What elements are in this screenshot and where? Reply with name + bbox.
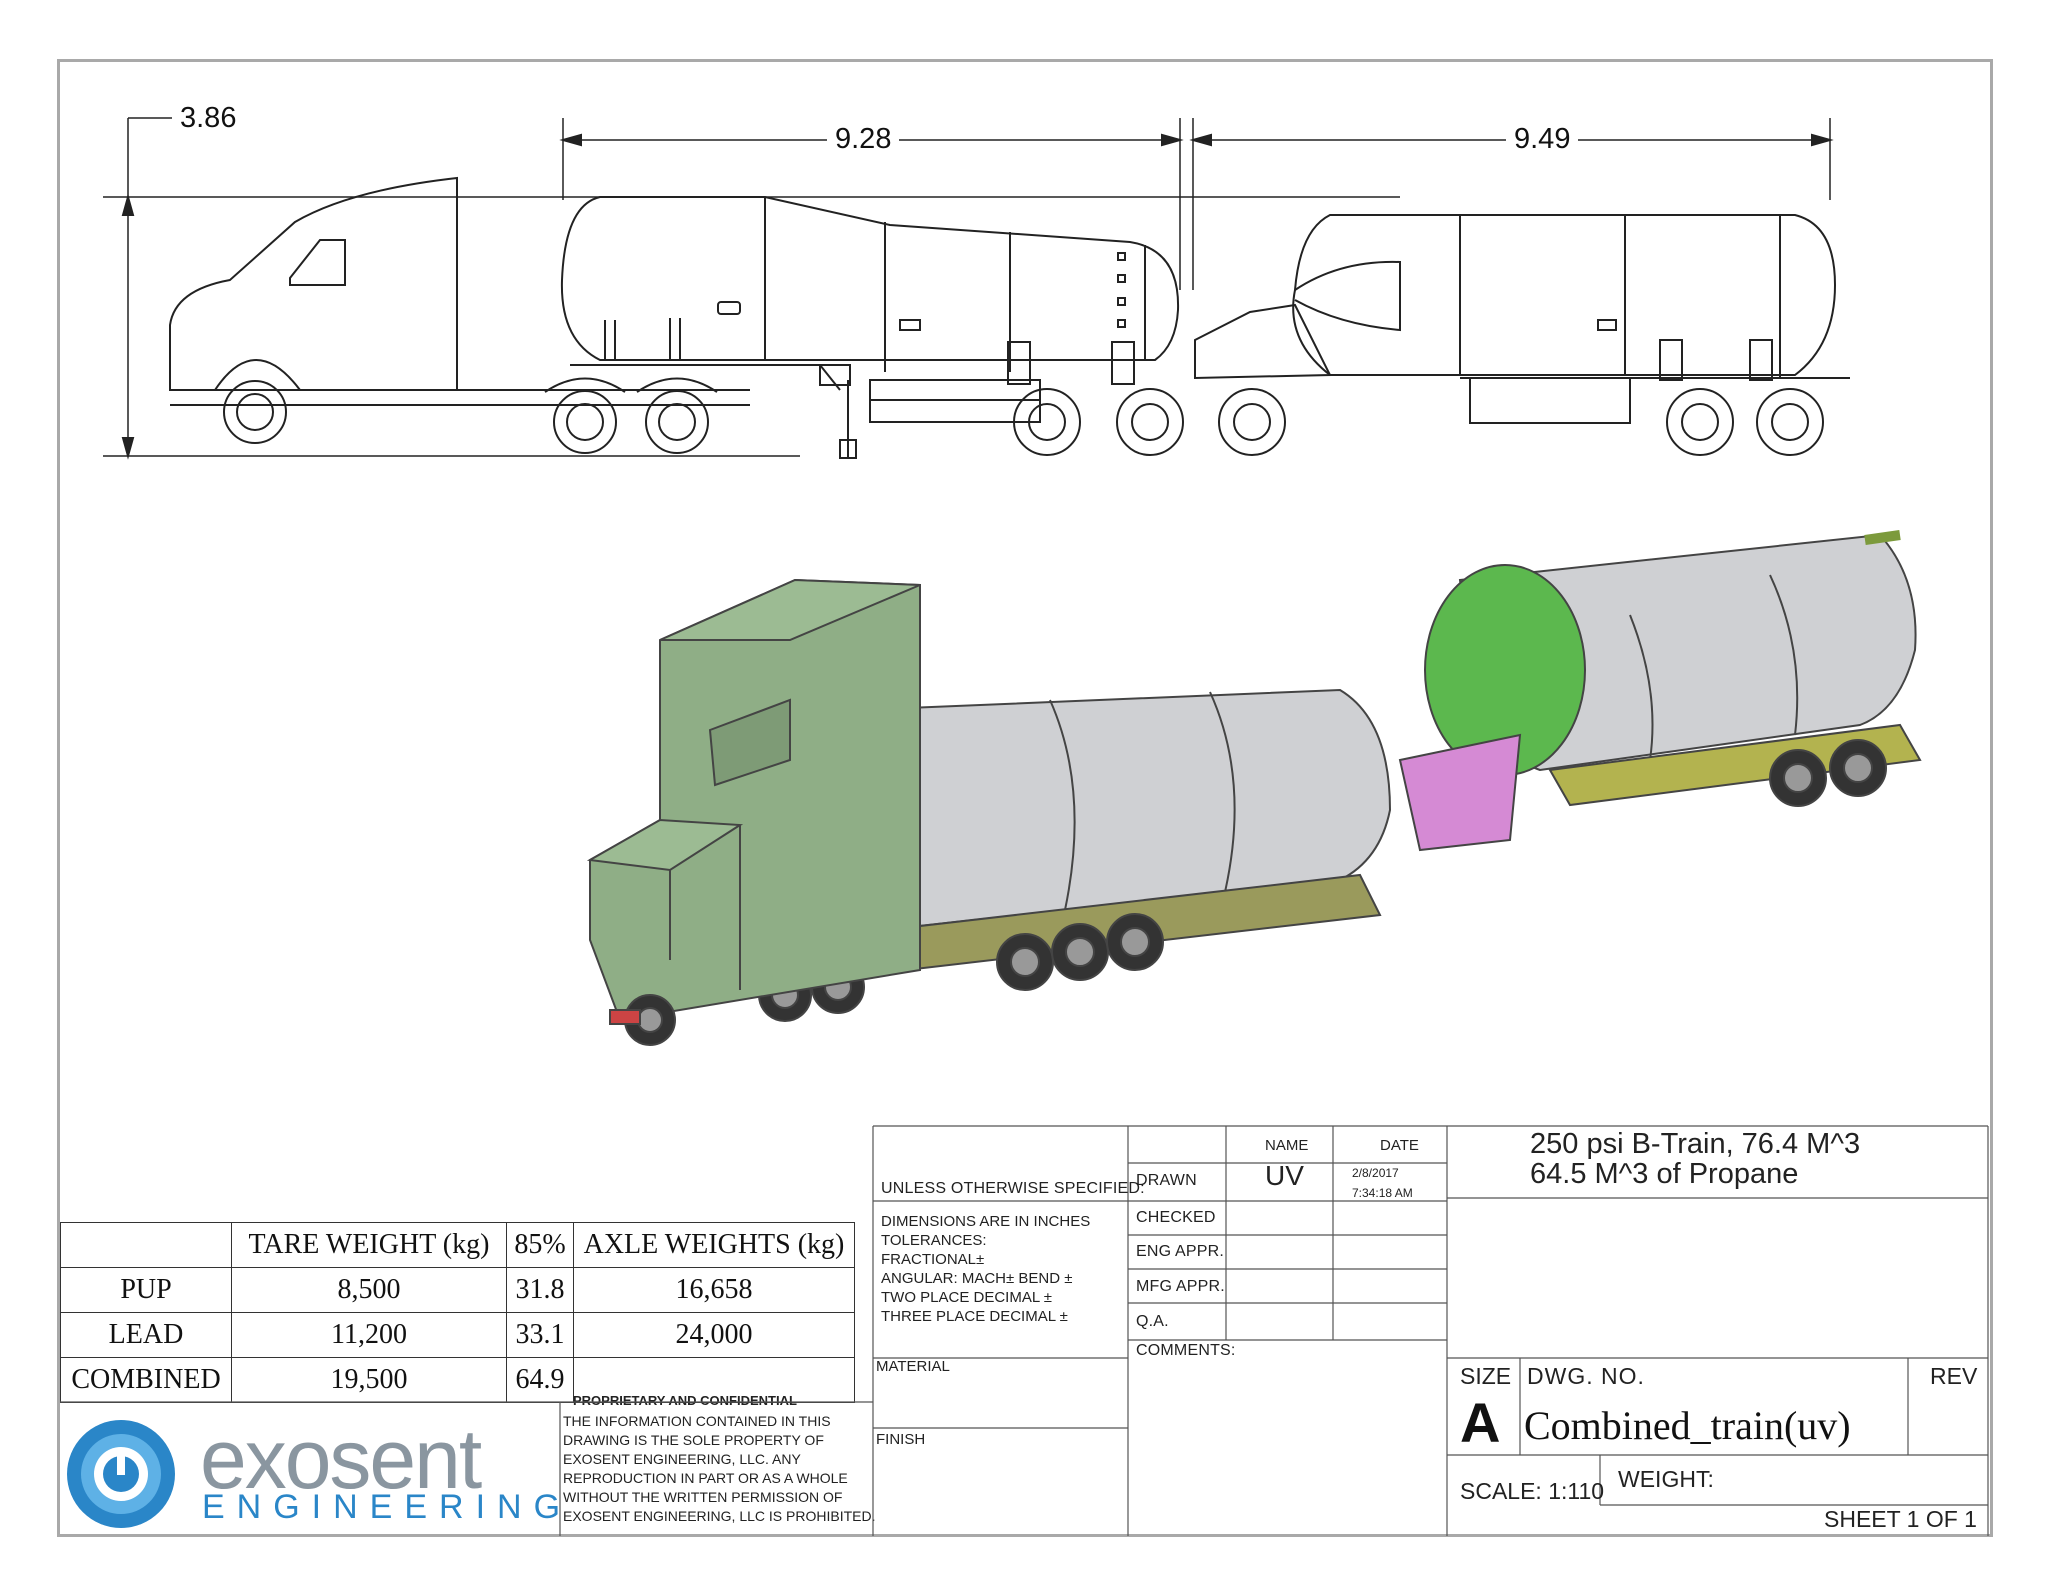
notice-line: THE INFORMATION CONTAINED IN THIS [563,1413,831,1429]
notice-line: EXOSENT ENGINEERING, LLC. ANY [563,1451,801,1467]
size-value: A [1460,1391,1501,1454]
weights-table: TARE WEIGHT (kg) 85% AXLE WEIGHTS (kg) P… [60,1222,855,1403]
table-header-cell [60,1222,232,1268]
checked-label: CHECKED [1136,1209,1216,1226]
tolerance-line: ANGULAR: MACH± BEND ± [881,1270,1073,1287]
table-cell: 24,000 [573,1312,855,1358]
eng-appr-label: ENG APPR. [1136,1243,1225,1260]
notice-line: WITHOUT THE WRITTEN PERMISSION OF [563,1489,843,1505]
table-cell [573,1357,855,1403]
table-row: LEAD 11,200 33.1 24,000 [60,1312,855,1358]
notice-line: DRAWING IS THE SOLE PROPERTY OF [563,1432,824,1448]
table-cell: PUP [60,1267,232,1313]
tolerances-block: DIMENSIONS ARE IN INCHES TOLERANCES: FRA… [881,1212,1090,1326]
rev-label: REV [1930,1363,1978,1389]
notice-line: REPRODUCTION IN PART OR AS A WHOLE [563,1470,848,1486]
weight-label: WEIGHT: [1618,1466,1714,1492]
dwg-no-label: DWG. NO. [1527,1363,1645,1389]
isometric-view-drawing [586,530,1922,1046]
pup-length-dimension: 9.49 [1506,123,1579,156]
table-cell: LEAD [60,1312,232,1358]
mfg-appr-label: MFG APPR. [1136,1278,1225,1295]
table-header-cell: AXLE WEIGHTS (kg) [573,1222,855,1268]
logo-wordmark: exosent [200,1412,482,1506]
table-cell: COMBINED [60,1357,232,1403]
scale-label: SCALE: 1:110 [1460,1478,1605,1504]
name-header: NAME [1265,1137,1309,1154]
sheet-label: SHEET 1 OF 1 [1824,1506,1977,1532]
table-row: COMBINED 19,500 64.9 [60,1357,855,1403]
height-dimension: 3.86 [172,102,245,135]
drawing-sheet-border [57,59,1993,1537]
tolerance-line: THREE PLACE DECIMAL ± [881,1308,1068,1325]
table-header-row: TARE WEIGHT (kg) 85% AXLE WEIGHTS (kg) [60,1222,855,1268]
tolerance-line: TWO PLACE DECIMAL ± [881,1289,1053,1306]
notice-line: EXOSENT ENGINEERING, LLC IS PROHIBITED. [563,1508,876,1524]
unless-specified-label: UNLESS OTHERWISE SPECIFIED: [881,1180,1145,1197]
proprietary-notice: THE INFORMATION CONTAINED IN THIS DRAWIN… [563,1412,875,1526]
drawn-date: 2/8/2017 [1352,1166,1399,1180]
tolerance-line: TOLERANCES: [881,1232,987,1249]
dwg-no-value: Combined_train(uv) [1524,1403,1851,1448]
table-cell: 19,500 [231,1357,507,1403]
qa-label: Q.A. [1136,1313,1169,1330]
logo-subtitle: ENGINEERING [202,1488,573,1526]
tolerance-line: DIMENSIONS ARE IN INCHES [881,1213,1091,1230]
drawing-title-line2: 64.5 M^3 of Propane [1530,1158,1799,1190]
proprietary-title: PROPRIETARY AND CONFIDENTIAL [573,1393,797,1408]
drawn-label: DRAWN [1136,1172,1197,1189]
drawn-name: UV [1265,1160,1304,1191]
exosent-logo-icon [67,1420,175,1528]
drawing-title-line1: 250 psi B-Train, 76.4 M^3 [1530,1128,1861,1160]
finish-label: FINISH [876,1431,926,1448]
table-cell: 33.1 [506,1312,574,1358]
material-label: MATERIAL [876,1358,950,1375]
table-cell: 11,200 [231,1312,507,1358]
table-cell: 8,500 [231,1267,507,1313]
size-label: SIZE [1460,1363,1512,1389]
tolerance-line: FRACTIONAL± [881,1251,985,1268]
table-cell: 31.8 [506,1267,574,1313]
table-header-cell: TARE WEIGHT (kg) [231,1222,507,1268]
date-header: DATE [1380,1137,1419,1154]
lead-length-dimension: 9.28 [827,123,900,156]
comments-label: COMMENTS: [1136,1342,1236,1359]
drawn-time: 7:34:18 AM [1352,1186,1413,1200]
